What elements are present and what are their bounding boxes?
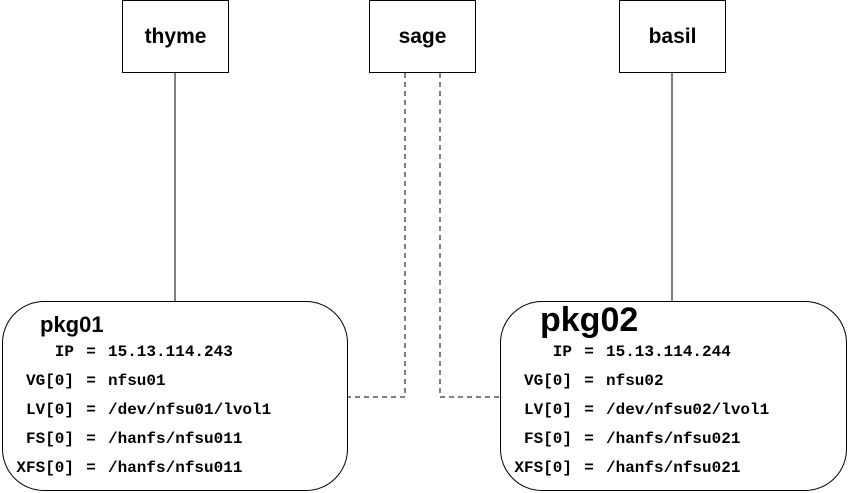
attr-value: /hanfs/nfsu021	[606, 459, 741, 477]
attr-key: VG[0]	[25, 372, 74, 390]
attr-eq: =	[86, 430, 96, 448]
attr-key: LV[0]	[523, 401, 572, 419]
node-sage: sage	[369, 0, 476, 73]
attr-eq: =	[86, 343, 96, 361]
attr-row-fs: FS[0] = /hanfs/nfsu021	[504, 425, 769, 454]
attr-key: IP	[552, 343, 572, 361]
attr-value: nfsu02	[606, 372, 664, 390]
attr-row-lv: LV[0] = /dev/nfsu01/lvol1	[6, 396, 271, 425]
attr-eq: =	[584, 372, 594, 390]
attr-eq: =	[86, 459, 96, 477]
attr-row-ip: IP = 15.13.114.244	[504, 338, 769, 367]
attr-key: IP	[54, 343, 74, 361]
attr-row-fs: FS[0] = /hanfs/nfsu011	[6, 425, 271, 454]
attr-key: XFS[0]	[16, 459, 74, 477]
attr-eq: =	[584, 401, 594, 419]
attr-value: /dev/nfsu01/lvol1	[108, 401, 272, 419]
attr-value: nfsu01	[108, 372, 166, 390]
attr-value: /hanfs/nfsu011	[108, 430, 243, 448]
node-thyme: thyme	[122, 0, 229, 73]
attr-row-vg: VG[0] = nfsu02	[504, 367, 769, 396]
attr-row-vg: VG[0] = nfsu01	[6, 367, 271, 396]
attr-row-xfs: XFS[0] = /hanfs/nfsu011	[6, 454, 271, 483]
attr-key: FS[0]	[523, 430, 572, 448]
package-title: pkg02	[540, 301, 639, 339]
attr-key: XFS[0]	[514, 459, 572, 477]
node-basil: basil	[619, 0, 726, 73]
attr-eq: =	[584, 430, 594, 448]
node-sage-label: sage	[398, 24, 447, 48]
attr-row-ip: IP = 15.13.114.243	[6, 338, 271, 367]
package-pkg01: pkg01 IP = 15.13.114.243 VG[0] = nfsu01 …	[2, 301, 348, 491]
package-attributes: IP = 15.13.114.243 VG[0] = nfsu01 LV[0] …	[6, 338, 271, 483]
node-thyme-label: thyme	[144, 24, 207, 48]
attr-key: LV[0]	[25, 401, 74, 419]
attr-key: FS[0]	[25, 430, 74, 448]
attr-value: 15.13.114.244	[606, 343, 731, 361]
attr-key: VG[0]	[523, 372, 572, 390]
attr-eq: =	[584, 343, 594, 361]
package-pkg02: pkg02 IP = 15.13.114.244 VG[0] = nfsu02 …	[500, 301, 847, 491]
attr-eq: =	[86, 401, 96, 419]
attr-value: /hanfs/nfsu011	[108, 459, 243, 477]
attr-value: /dev/nfsu02/lvol1	[606, 401, 770, 419]
attr-eq: =	[584, 459, 594, 477]
attr-value: 15.13.114.243	[108, 343, 233, 361]
node-basil-label: basil	[648, 24, 697, 48]
link-sage-pkg01	[348, 73, 406, 398]
attr-value: /hanfs/nfsu021	[606, 430, 741, 448]
attr-row-lv: LV[0] = /dev/nfsu02/lvol1	[504, 396, 769, 425]
package-title: pkg01	[40, 312, 104, 337]
attr-eq: =	[86, 372, 96, 390]
link-sage-pkg02	[439, 73, 500, 398]
package-attributes: IP = 15.13.114.244 VG[0] = nfsu02 LV[0] …	[504, 338, 769, 483]
attr-row-xfs: XFS[0] = /hanfs/nfsu021	[504, 454, 769, 483]
